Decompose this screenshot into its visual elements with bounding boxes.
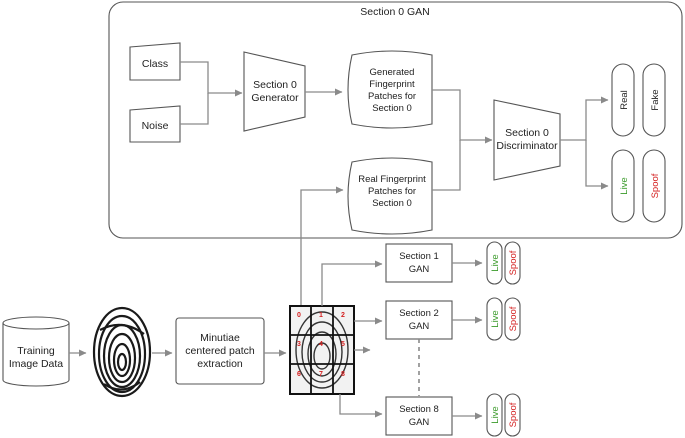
class-to-generator-connector [180,61,243,97]
section0-generator [243,51,306,132]
section1-line-2: GAN [409,264,430,275]
class-label: Class [142,58,168,70]
section2-live-label: Live [490,310,501,327]
section0-discriminator [493,99,561,181]
section2-spoof-pill [504,297,521,341]
section2-live-pill [486,297,503,341]
extraction-line-3: extraction [197,358,243,370]
real-to-discriminator-connector [432,140,461,191]
section2-line-1: Section 2 [399,308,439,319]
generator-line-1: Section 0 [253,79,297,91]
section8-line-2: GAN [409,417,430,428]
real-label: Real [619,90,630,110]
training-data-cylinder [2,316,70,387]
section2-gan-box [385,300,453,340]
fake-label: Fake [650,89,661,110]
section8-live-label: Live [490,406,501,423]
section1-line-1: Section 1 [399,251,439,262]
real-patches-line-1: Real Fingerprint [358,174,426,185]
patch-extraction-box [175,317,265,385]
grid-number-7: 7 [319,371,323,378]
grid-number-3: 3 [297,341,301,348]
discriminator-line-1: Section 0 [505,127,549,139]
grid-to-section1-connector [321,260,383,306]
section8-spoof-label: Spoof [508,402,519,427]
section1-spoof-pill [504,241,521,285]
generated-patches-doc [347,50,433,129]
generator-line-2: Generator [251,92,299,104]
spoof-label-section0: Spoof [650,173,661,198]
spoof-pill-section0 [642,149,666,223]
grid-to-real-patches-connector [300,186,344,306]
extraction-line-2: centered patch [185,345,255,357]
section8-spoof-pill [504,393,521,437]
section1-gan-box [385,243,453,283]
real-patches-doc [347,157,433,235]
training-line-2: Image Data [9,358,63,370]
live-pill-section0 [611,149,635,223]
noise-input-box [129,105,181,143]
real-patches-line-2: Patches for [368,186,416,197]
grid-number-4: 4 [319,341,323,348]
section8-line-1: Section 8 [399,404,439,415]
fingerprint-grid [289,305,355,395]
section8-gan-box [385,396,453,436]
discriminator-to-live-spoof-connector [585,140,609,190]
training-line-1: Training [17,345,55,357]
grid-number-5: 5 [341,341,345,348]
generated-line-2: Fingerprint [369,79,415,90]
fake-pill [642,63,666,137]
grid-number-1: 1 [319,312,323,319]
grid-to-section8-connector [339,394,383,418]
generated-line-3: Patches for [368,91,416,102]
class-input-box [129,42,181,81]
grid-number-0: 0 [297,312,301,319]
generated-line-4: Section 0 [372,103,412,114]
noise-to-generator-connector [180,93,209,125]
live-label-section0: Live [619,177,630,194]
discriminator-to-real-fake-connector [560,96,609,141]
section1-spoof-label: Spoof [508,250,519,275]
grid-number-2: 2 [341,312,345,319]
section2-line-2: GAN [409,321,430,332]
section1-live-label: Live [490,254,501,271]
extraction-line-1: Minutiae [200,332,240,344]
real-patches-line-3: Section 0 [372,198,412,209]
discriminator-line-2: Discriminator [496,140,558,152]
section2-spoof-label: Spoof [508,306,519,331]
section1-live-pill [486,241,503,285]
grid-number-6: 6 [297,371,301,378]
grid-number-8: 8 [341,371,345,378]
generated-to-discriminator-connector [432,89,493,144]
fingerprint-image [92,306,152,398]
section0-title: Section 0 GAN [360,6,429,18]
generated-line-1: Generated [370,67,415,78]
real-pill [611,63,635,137]
section8-live-pill [486,393,503,437]
noise-label: Noise [142,120,169,132]
